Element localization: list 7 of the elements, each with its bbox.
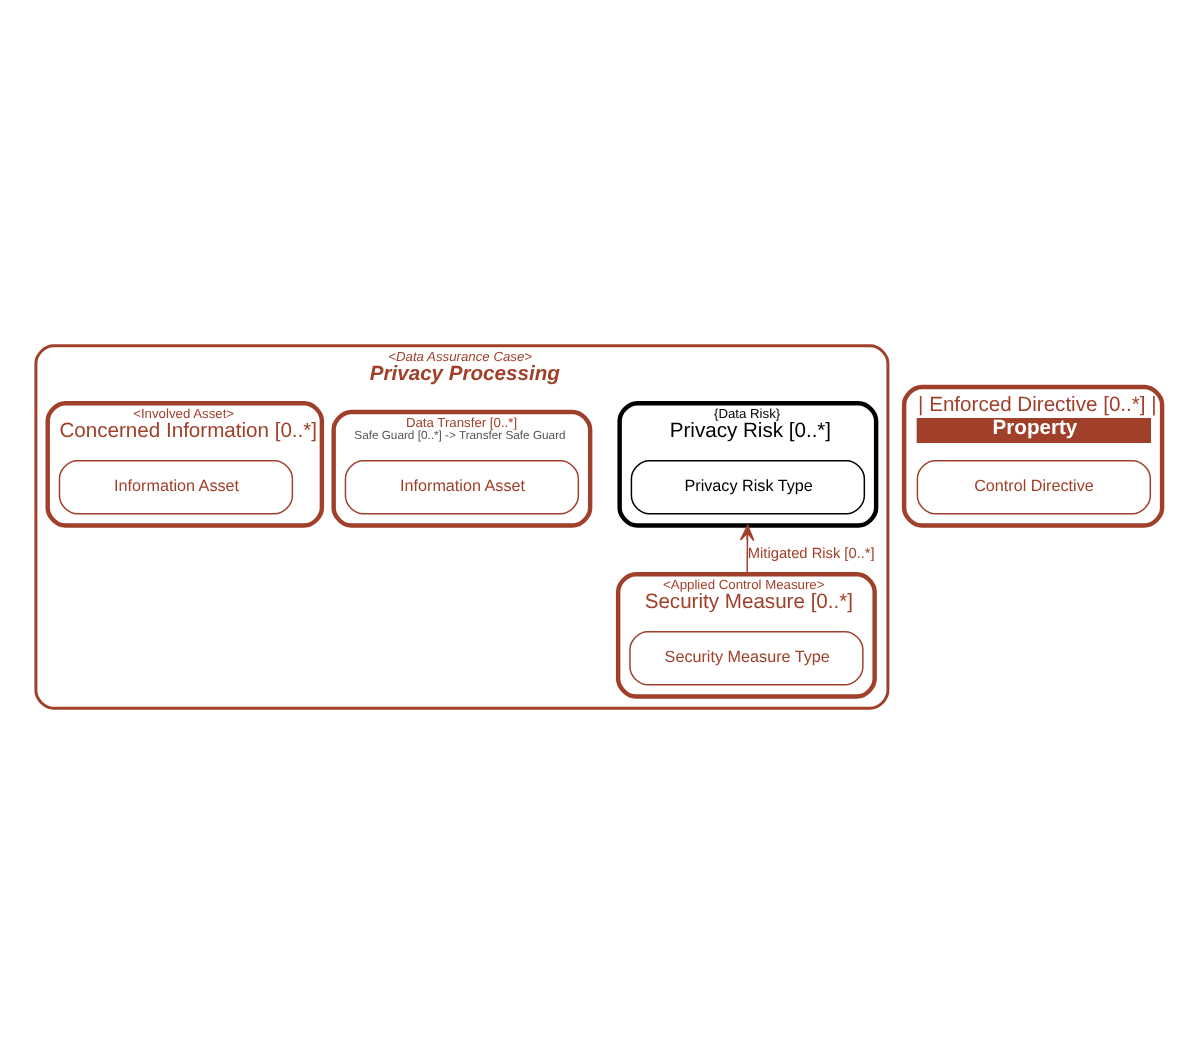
node-box: Security Measure Type [629,629,864,685]
node-box: Privacy Risk Type [630,458,866,514]
node-box: Information Asset [344,458,580,514]
arrow [739,523,755,574]
edge-label: Mitigated Risk [0..*] [747,542,875,561]
node-box: Control Directive [916,458,1152,514]
node-box: Information Asset [58,458,294,514]
